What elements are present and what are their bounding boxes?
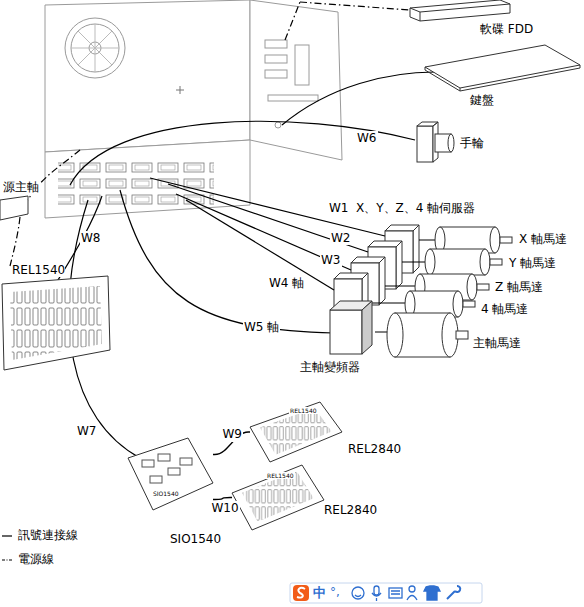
fdd-drive [410, 0, 510, 21]
device-shape [425, 45, 580, 91]
device-node: 軟碟 FDD [410, 0, 510, 22]
device-node: 鍵盤 [425, 45, 580, 91]
signal-wires [55, 72, 435, 458]
legend-text: 訊號連接線 [18, 528, 78, 542]
legend-row: 訊號連接線 [2, 528, 112, 544]
relay-board [250, 402, 342, 462]
inverter-box [330, 310, 362, 354]
callout-label: SIO1540 [152, 490, 180, 497]
toolbar-text: °, [329, 585, 341, 599]
device-shape [415, 122, 455, 164]
device-node: REL1540 [0, 262, 112, 372]
device-label: 軟碟 FDD [480, 22, 533, 36]
legend-row: 電源線 [2, 552, 112, 568]
callout-label: 源主軸 [2, 180, 40, 194]
relay-board [2, 276, 110, 370]
callout-label: 4 軸馬達 [480, 302, 529, 316]
callout-label: W7 [76, 424, 98, 438]
device-shape [128, 438, 213, 513]
sio-board [128, 438, 213, 510]
legend-sample [2, 552, 14, 568]
device-label: 鍵盤 [470, 93, 494, 107]
toolbar-text: 中 [312, 585, 327, 601]
device-shape [410, 0, 510, 22]
callout-label: Y 軸馬達 [508, 256, 557, 270]
callout-label: REL1540 [289, 407, 318, 414]
legend-text: 電源線 [18, 552, 54, 566]
relay-board [232, 465, 324, 530]
callout-label: W1 [328, 201, 350, 215]
cable-label: W10 [211, 501, 240, 515]
callout-label: W4 軸 [268, 276, 305, 290]
device-node: SIO1540 [128, 438, 213, 513]
callout-label: W6 [356, 131, 378, 145]
device-node: 主軸變頻器 [330, 300, 375, 356]
device-label: REL2840 [324, 503, 377, 517]
device-shape [0, 262, 112, 372]
callout-label: REL1540 [266, 472, 295, 479]
cable [213, 498, 232, 500]
device-node: 手輪 [415, 122, 455, 164]
cable-label: W9 [222, 427, 244, 441]
spindle-power-box [0, 196, 28, 220]
device-label: 主軸變頻器 [300, 360, 360, 374]
callout-label: W8 [80, 231, 102, 245]
device-label: 手輪 [460, 136, 484, 150]
callout-label: Z 軸馬達 [494, 280, 544, 294]
device-label: SIO1540 [170, 532, 221, 546]
callout-label: X 軸馬達 [518, 232, 568, 246]
device-label: REL1540 [12, 263, 65, 277]
legend-sample [2, 528, 14, 544]
ime-toolbar [290, 583, 482, 603]
keyboard [425, 45, 580, 88]
callout-label: X、Y、Z、4 軸伺服器 [355, 201, 476, 215]
callout-label: 主軸馬達 [472, 336, 522, 350]
controller [45, 0, 342, 218]
callout-label: W3 [320, 253, 342, 267]
callout-label: W5 軸 [243, 320, 280, 334]
callout-label: W2 [330, 231, 352, 245]
device-shape [330, 300, 375, 356]
power-wires [10, 2, 410, 266]
device-label: REL2840 [348, 442, 401, 456]
handwheel [417, 126, 433, 162]
